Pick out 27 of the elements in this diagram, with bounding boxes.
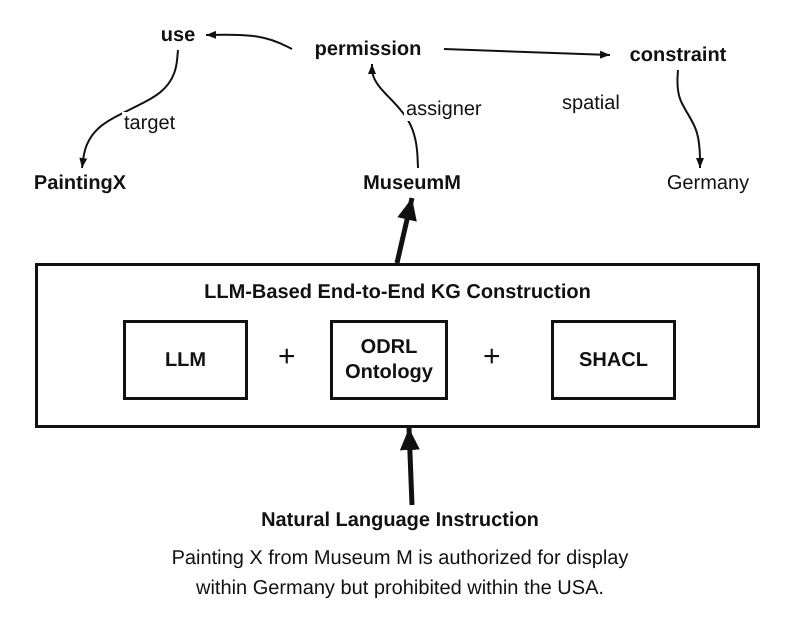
process-box xyxy=(551,320,676,400)
box-title: SHACL xyxy=(579,348,648,372)
node-label: PaintingX xyxy=(34,170,126,196)
process-box xyxy=(123,320,248,400)
arrow xyxy=(206,30,292,50)
description-text: Painting X from Museum M is authorized for display within Germany but prohibited within the USA. xyxy=(170,546,630,600)
plus-sign: + xyxy=(278,340,296,374)
process-box xyxy=(35,263,760,428)
node-label: Germany xyxy=(666,170,750,196)
node-label: permission xyxy=(314,36,422,62)
box-title: LLM-Based End-to-End KG Construction xyxy=(204,280,591,305)
heading: Natural Language Instruction xyxy=(261,508,539,532)
arrow xyxy=(444,48,610,59)
arrow xyxy=(368,64,419,168)
box-title: ODRL Ontology xyxy=(344,335,434,385)
arrow xyxy=(394,197,417,264)
node-label: use xyxy=(160,22,196,48)
arrow xyxy=(676,70,704,168)
box-title: LLM xyxy=(164,348,206,372)
edge-label: assigner xyxy=(404,98,484,121)
edge-label: target xyxy=(122,112,178,135)
node-label: constraint xyxy=(630,42,726,68)
process-box xyxy=(330,320,448,400)
node-label: MuseumM xyxy=(363,170,461,196)
arrow xyxy=(79,50,179,168)
arrow xyxy=(400,428,420,506)
plus-sign: + xyxy=(483,340,501,374)
